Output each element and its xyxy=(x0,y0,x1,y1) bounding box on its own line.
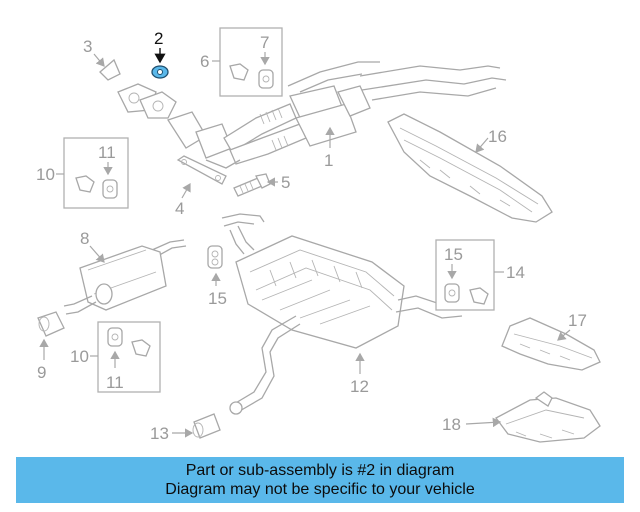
callout-18: 18 xyxy=(442,415,461,434)
hanger-part-11-lower[interactable] xyxy=(107,327,151,357)
callout-box-10-upper xyxy=(63,137,129,209)
front-pipe-part-1[interactable] xyxy=(117,61,507,169)
callout-7: 7 xyxy=(260,33,269,52)
callout-10-lower: 10 xyxy=(70,347,89,366)
hanger-part-15[interactable] xyxy=(207,245,223,269)
heat-shield-part-18[interactable] xyxy=(495,391,601,443)
bolt-part-5[interactable] xyxy=(233,173,271,197)
banner-line-2: Diagram may not be specific to your vehi… xyxy=(165,481,475,498)
hanger-part-15-box[interactable] xyxy=(444,283,489,305)
heat-shield-part-3[interactable] xyxy=(99,58,121,81)
leader-16 xyxy=(475,137,489,153)
hanger-part-7[interactable] xyxy=(229,63,274,89)
leader-3 xyxy=(93,53,105,67)
callout-12: 12 xyxy=(350,377,369,396)
bracket-part-4[interactable] xyxy=(176,155,227,185)
leader-8 xyxy=(89,245,105,263)
notice-banner: Part or sub-assembly is #2 in diagram Di… xyxy=(16,457,624,503)
muffler-part-12[interactable] xyxy=(221,213,463,415)
callout-2: 2 xyxy=(154,29,163,48)
callout-3: 3 xyxy=(83,37,92,56)
callout-4: 4 xyxy=(175,199,184,218)
clamp-part-13[interactable] xyxy=(192,413,221,439)
leader-4 xyxy=(181,182,191,199)
callout-9: 9 xyxy=(37,363,46,382)
callout-1: 1 xyxy=(324,151,333,170)
resonator-part-8[interactable] xyxy=(63,239,187,315)
callout-14: 14 xyxy=(506,263,525,282)
heat-shield-part-17[interactable] xyxy=(501,317,601,371)
callout-16: 16 xyxy=(488,127,507,146)
callout-8: 8 xyxy=(80,229,89,248)
callout-5: 5 xyxy=(281,173,290,192)
callout-11-lower: 11 xyxy=(106,373,124,392)
callout-10-upper: 10 xyxy=(36,165,55,184)
gasket-part-2[interactable] xyxy=(151,65,169,79)
exhaust-system-diagram: 3 2 1 6 xyxy=(36,27,601,443)
callout-15-left: 15 xyxy=(208,289,227,308)
callout-15-box: 15 xyxy=(444,245,463,264)
leader-18 xyxy=(465,417,502,428)
banner-line-1: Part or sub-assembly is #2 in diagram xyxy=(185,462,455,479)
clamp-part-9[interactable] xyxy=(37,311,65,337)
heat-shield-part-16[interactable] xyxy=(387,113,553,223)
leader-17 xyxy=(557,329,571,341)
callout-11-upper: 11 xyxy=(98,143,116,162)
callout-13: 13 xyxy=(150,424,169,443)
callout-6: 6 xyxy=(200,52,209,71)
hanger-part-11-upper[interactable] xyxy=(75,175,118,199)
callout-17: 17 xyxy=(568,311,587,330)
